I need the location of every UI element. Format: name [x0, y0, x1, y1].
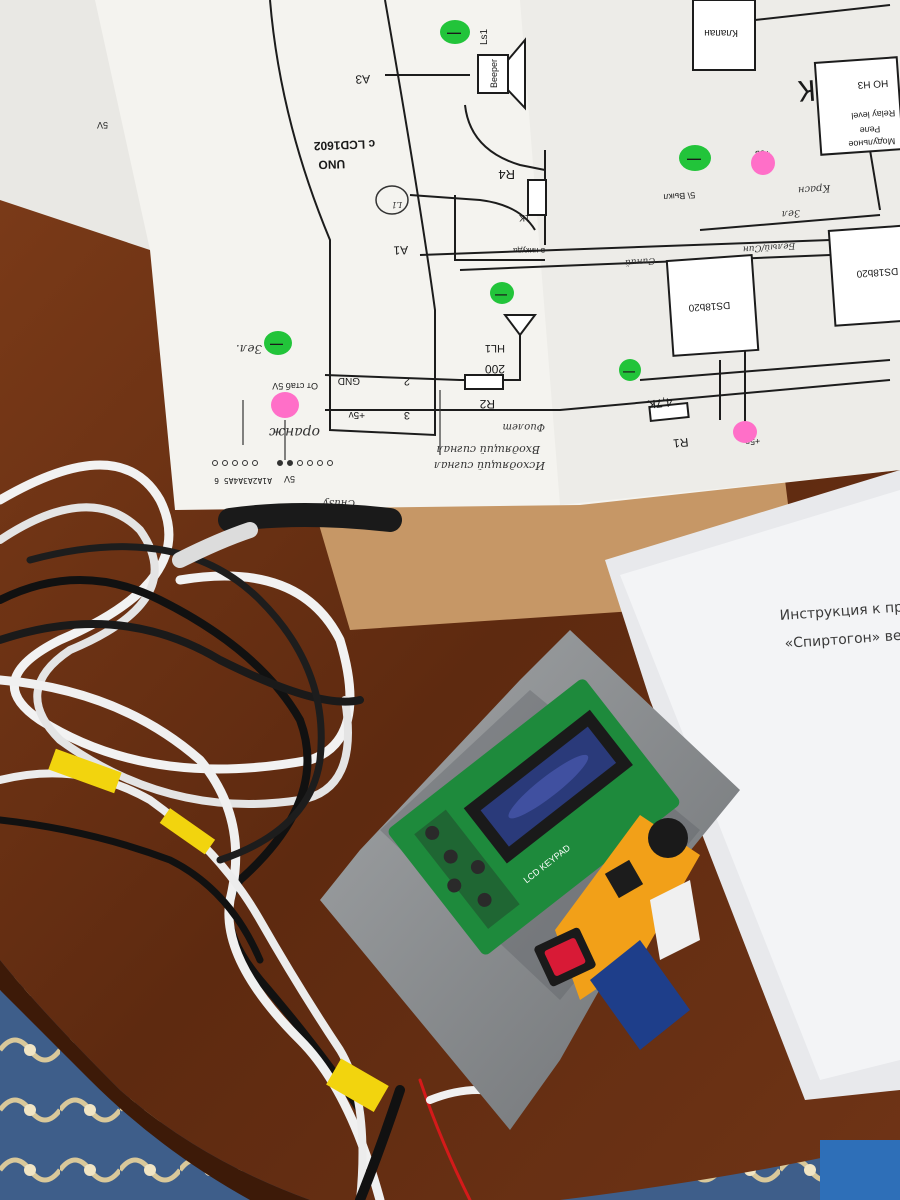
r1-label: R1	[672, 435, 689, 451]
circuit-wires	[269, 0, 891, 437]
r2-value: 200	[485, 362, 505, 376]
green-dot-5	[619, 359, 641, 381]
potentiometer[interactable]	[604, 859, 644, 899]
pin3-label: 3	[404, 409, 410, 421]
lcd-glare	[508, 754, 589, 819]
relay-title2: Реле	[859, 124, 880, 135]
relay-level: Relay level	[851, 108, 896, 121]
green-dot-1	[440, 20, 470, 44]
keypad-button-down[interactable]	[468, 857, 488, 877]
note-orange: оранж	[269, 424, 320, 440]
note-belyi: Белый/Син	[742, 240, 796, 254]
pin-header-row	[212, 460, 333, 466]
uno-label: UNO	[318, 157, 345, 172]
valve-box: Клапан	[692, 0, 756, 71]
minus-mark-3: —	[495, 287, 507, 301]
pink-dot-2	[271, 392, 299, 418]
plus5v-label: +5v	[349, 409, 365, 420]
note-l1: L1	[392, 200, 403, 209]
pin-5v-label: 5V	[284, 474, 295, 484]
minus-mark-2: —	[687, 150, 701, 166]
r4-note: в никуда	[513, 246, 545, 255]
handwritten-arrows	[242, 390, 441, 460]
yellow-tape-markers	[48, 748, 389, 1112]
usb-connector	[650, 880, 700, 960]
connector-block	[590, 940, 690, 1050]
pin-row-label: A1A2A3A4A5 6	[214, 476, 272, 485]
note-krasn: Красн	[798, 182, 832, 195]
r4-value: 1K	[519, 213, 530, 223]
pink-dot-3	[733, 421, 757, 443]
r2-label: R2	[479, 397, 495, 411]
gnd-label: GND	[338, 375, 360, 386]
green-dot-2	[679, 145, 711, 171]
stab-5v-label: От стаб 5V	[272, 381, 318, 391]
keypad-button-up[interactable]	[444, 876, 464, 896]
valve-label: Клапан	[704, 27, 738, 38]
pin-a1-label: A1	[393, 243, 408, 258]
minus-mark-5: —	[623, 364, 635, 378]
note-zel2: Зел	[781, 207, 800, 219]
led-hl1: HL1	[485, 314, 537, 354]
note-l1-circle: L1	[375, 185, 409, 215]
lcd1602-label: с LCD1602	[313, 137, 375, 153]
ds18b20-sensor-1: DS18b20	[665, 254, 760, 357]
keypad-button-select[interactable]	[422, 823, 442, 843]
relay-module: Модульное Реле Relay level НО Н3 К	[797, 56, 900, 156]
note-fiolet: Фиолет	[502, 421, 545, 432]
resistor-r4: R4 1K в никуда	[498, 167, 547, 255]
minus-mark-1: —	[447, 24, 461, 40]
hl1-label: HL1	[485, 342, 505, 354]
relay-k: К	[797, 73, 817, 107]
beeper-component: Beeper Ls1	[477, 28, 526, 111]
printed-bracket	[534, 815, 700, 1050]
schematic-sheet: Beeper Ls1 R4 1K в никуда HL1 200 R2 4,7…	[95, 0, 900, 510]
keypad-buttons	[422, 823, 495, 910]
resistor-r2: 200 R2	[464, 362, 505, 411]
pink-dot-1	[751, 151, 775, 175]
relay-title: Модульное	[848, 136, 895, 149]
green-dot-3	[490, 282, 514, 304]
keypad-button-right[interactable]	[475, 890, 495, 910]
r1-value: 4,7K	[647, 395, 673, 412]
vykl-label: 5\ Выкл	[663, 190, 695, 202]
green-dot-4	[264, 331, 292, 355]
ds18b20-sensor-2: DS18b20	[827, 224, 900, 327]
beeper-label: Beeper	[489, 59, 499, 88]
ds18b20-label-2: DS18b20	[856, 265, 899, 279]
lcd-keypad-shield: LCD KEYPAD	[388, 679, 680, 955]
relay-pins: НО Н3	[857, 77, 889, 90]
note-signal-up: Исходящий сигнал	[434, 459, 546, 472]
plus5v-label-b: +5в	[745, 436, 761, 447]
marker-dots: — — — — —	[264, 20, 775, 443]
instruction-manual: Инструкция к при «Спиртогон» ве	[605, 470, 900, 1100]
pin-a3-label: A3	[355, 72, 370, 87]
edge-label-5v: 5V	[97, 120, 108, 130]
buzzer	[648, 818, 688, 858]
minus-mark-4: —	[270, 336, 283, 351]
r4-label: R4	[498, 167, 515, 182]
carpet-corner	[820, 1140, 900, 1200]
ls1-label: Ls1	[479, 28, 490, 45]
pin2-label: 2	[404, 375, 410, 387]
note-zel: Зел.	[236, 342, 262, 356]
resistor-r1: 4,7K R1	[647, 395, 690, 451]
note-snizu: Снизу	[323, 497, 355, 508]
ds18b20-label-1: DS18b20	[688, 299, 731, 313]
keypad-button-left[interactable]	[441, 847, 461, 867]
note-signal-down: Входящий сигнал	[437, 443, 541, 456]
note-sinii: Синий	[624, 255, 655, 267]
power-switch-rocker[interactable]	[544, 937, 587, 977]
